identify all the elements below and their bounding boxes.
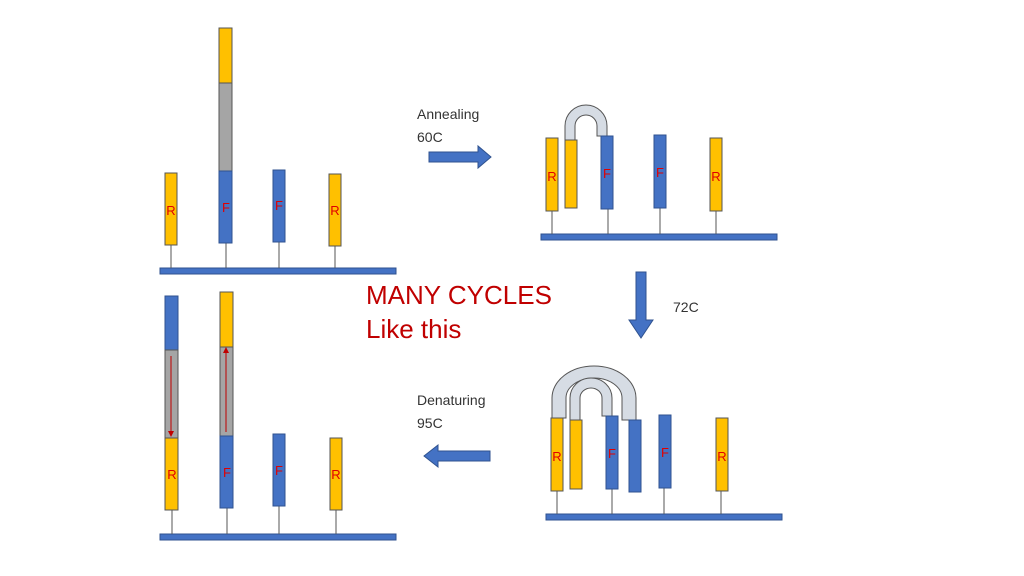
primer-letter-r: R <box>166 203 175 218</box>
bridged-strand-end <box>564 139 578 209</box>
arrow-right-icon <box>428 144 492 170</box>
many-cycles-text: MANY CYCLES <box>366 280 552 310</box>
denaturing-temp: 95C <box>417 415 443 431</box>
extension-step: 72C <box>628 271 699 339</box>
denaturing-label: Denaturing <box>417 392 486 408</box>
annealing-label: Annealing <box>417 106 479 122</box>
strand-yellow-end <box>218 27 233 84</box>
reverse-primer <box>329 437 343 511</box>
forward-primer <box>600 135 614 210</box>
forward-primer <box>653 134 667 209</box>
extended-strand <box>218 82 233 172</box>
forward-primer <box>605 415 619 490</box>
flow-cell-surface <box>159 267 397 275</box>
dna-bridge-inner <box>569 377 613 421</box>
bridged-strand-end <box>569 419 583 490</box>
dna-bridge-outer <box>551 365 637 421</box>
primer-letter-r: R <box>547 169 556 184</box>
panel-extended: R F F R <box>545 365 783 521</box>
forward-primer <box>219 435 234 509</box>
primer-letter-r: R <box>167 467 176 482</box>
primer-letter-f: F <box>603 166 611 181</box>
reverse-primer <box>550 417 564 492</box>
primer-letter-f: F <box>275 463 283 478</box>
extension-temp: 72C <box>673 299 699 315</box>
dna-bridge <box>564 104 608 141</box>
strand-yellow-end <box>219 291 234 348</box>
forward-primer <box>218 170 233 244</box>
primer-letter-f: F <box>661 445 669 460</box>
arrow-left-icon <box>423 443 491 469</box>
forward-primer <box>658 414 672 489</box>
annealing-temp: 60C <box>417 129 443 145</box>
copied-strand-end <box>164 295 179 351</box>
reverse-primer <box>164 172 178 246</box>
flow-cell-surface <box>545 513 783 521</box>
primer-letter-f: F <box>222 200 230 215</box>
flow-cell-surface <box>159 533 397 541</box>
primer-letter-f: F <box>608 446 616 461</box>
like-this-text: Like this <box>366 314 461 344</box>
cycles-note: MANY CYCLES Like this <box>366 280 552 344</box>
primer-letter-r: R <box>330 203 339 218</box>
forward-primer <box>272 433 286 507</box>
reverse-primer <box>328 173 342 247</box>
panel-annealed: R F F R <box>540 104 778 241</box>
reverse-primer <box>545 137 559 212</box>
primer-letter-r: R <box>331 467 340 482</box>
panel-start: R F F R <box>159 27 397 275</box>
reverse-primer <box>715 417 729 492</box>
flow-cell-surface <box>540 233 778 241</box>
primer-letter-f: F <box>223 465 231 480</box>
panel-denatured: R F F R <box>159 291 397 541</box>
annealing-step: Annealing 60C <box>417 106 492 170</box>
arrow-down-icon <box>628 271 654 339</box>
primer-letter-r: R <box>717 449 726 464</box>
bridged-strand-end <box>628 419 642 493</box>
primer-letter-f: F <box>275 198 283 213</box>
primer-letter-r: R <box>552 449 561 464</box>
primer-letter-r: R <box>711 169 720 184</box>
reverse-primer <box>164 437 179 511</box>
reverse-primer <box>709 137 723 212</box>
forward-primer <box>272 169 286 243</box>
primer-letter-f: F <box>656 165 664 180</box>
denaturing-step: Denaturing 95C <box>417 392 491 469</box>
